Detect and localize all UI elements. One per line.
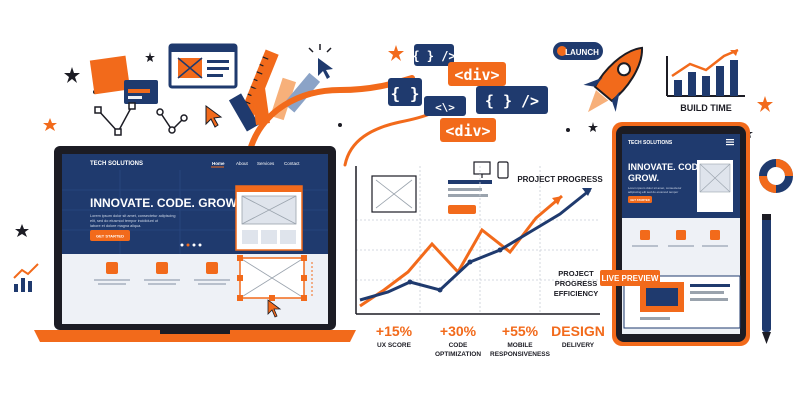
laptop-feature-icons xyxy=(106,262,218,274)
dot-icon xyxy=(566,128,570,132)
star-icon xyxy=(64,67,80,83)
efficiency-label-line: PROGRESS xyxy=(555,279,598,288)
decorative-sparkles xyxy=(15,45,773,237)
code-tag-text: <div> xyxy=(445,122,490,140)
rocket-icon xyxy=(583,46,643,113)
ruler-icon xyxy=(239,49,279,120)
star-icon xyxy=(588,122,598,132)
click-rays-icon xyxy=(308,44,332,53)
tablet-device: TECH SOLUTIONS INNOVATE. CODE. GROW. Lor… xyxy=(600,122,750,346)
trend-chart-icon xyxy=(13,263,39,292)
launch-group: LAUNCH xyxy=(553,42,643,113)
efficiency-label-line: EFFICIENCY xyxy=(554,289,599,298)
stat-value: +15% xyxy=(376,323,413,339)
stat-value: +30% xyxy=(440,323,477,339)
cursor-icon xyxy=(205,105,223,128)
stat-value: DESIGN xyxy=(551,323,605,339)
connector-swoosh xyxy=(247,75,415,153)
stat-label: UX SCORE xyxy=(377,342,412,349)
design-tools-cluster xyxy=(89,43,333,136)
project-progress-label: PROJECT PROGRESS xyxy=(517,175,603,184)
laptop-nav-home: Home xyxy=(212,161,225,166)
live-preview-label: LIVE PREVIEW xyxy=(602,274,659,283)
monitor-icon xyxy=(473,161,491,175)
tablet-cta-button[interactable] xyxy=(628,196,652,203)
tablet-headline-line: INNOVATE. CODE. xyxy=(628,162,707,172)
build-time-chart-icon: BUILD TIME xyxy=(666,48,745,113)
stat-value: +55% xyxy=(502,323,539,339)
laptop-subtext-line: Lorem ipsum dolor sit amet, consectetur … xyxy=(90,214,175,218)
star-icon xyxy=(43,118,57,131)
tablet-headline-line: GROW. xyxy=(628,173,659,183)
star-icon xyxy=(15,224,29,237)
launch-label: LAUNCH xyxy=(565,48,599,57)
star-icon xyxy=(388,45,404,61)
code-tag-text: <\> xyxy=(435,101,455,114)
launch-badge xyxy=(553,42,603,60)
stat-label: CODE xyxy=(449,342,468,349)
stylus-pen-icon xyxy=(762,214,771,344)
stat-label: OPTIMIZATION xyxy=(435,351,481,358)
laptop-nav-contact: Contact xyxy=(284,161,300,166)
star-icon xyxy=(757,96,773,112)
laptop-subtext-line: elit, sed do eiusmod tempor incididunt u… xyxy=(90,219,159,223)
color-palette-icon xyxy=(228,72,321,132)
code-tag-text: { } xyxy=(391,84,420,103)
laptop-nav-services: Services xyxy=(257,161,275,166)
laptop-subtext-line: labore et dolore magna aliqua. xyxy=(90,224,141,228)
laptop-device: TECH SOLUTIONS Home About Services Conta… xyxy=(34,146,356,342)
stat-label: MOBILE xyxy=(507,342,533,349)
laptop-base xyxy=(34,330,356,342)
cursor-icon xyxy=(267,299,282,318)
stat-label: DELIVERY xyxy=(562,342,595,349)
tablet-cta-label: GET STARTED xyxy=(630,198,650,202)
cursor-icon xyxy=(318,58,333,79)
laptop-brand: TECH SOLUTIONS xyxy=(90,161,143,167)
stats-row: +15% UX SCORE +30% CODE OPTIMIZATION +55… xyxy=(376,323,605,358)
efficiency-label-line: PROJECT xyxy=(558,269,594,278)
live-preview-badge xyxy=(600,270,660,286)
vector-path-icon xyxy=(94,102,188,136)
laptop-headline: INNOVATE. CODE. GROW. xyxy=(90,196,240,210)
progress-chart: PROJECT PROGRESS PROJECT PROGRESS EFFICI… xyxy=(355,161,603,315)
dot-icon xyxy=(338,123,342,127)
carousel-dots xyxy=(180,243,202,247)
stat-label: RESPONSIVENESS xyxy=(490,351,551,358)
selection-handles xyxy=(237,255,307,301)
orange-card xyxy=(89,55,131,95)
tablet-subtext-line: Lorem ipsum dolor sit amet, consectetur xyxy=(628,186,681,190)
laptop-nav-about: About xyxy=(236,161,249,166)
tablet-subtext-line: adipiscing elit sed do eiusmod tempor xyxy=(628,190,678,194)
tablet-brand: TECH SOLUTIONS xyxy=(628,140,673,146)
build-time-label: BUILD TIME xyxy=(680,103,732,113)
laptop-cta-label: GET STARTED xyxy=(96,234,124,239)
hamburger-menu-icon xyxy=(726,139,734,146)
donut-chart-icon xyxy=(759,159,793,193)
code-tag-text: { } /> xyxy=(485,92,539,110)
code-tag-text: <div> xyxy=(454,66,499,84)
laptop-cta-button[interactable] xyxy=(90,230,130,241)
phone-icon xyxy=(497,161,509,179)
code-tags-cluster: { } /> <div> { } <\> { } /> <div> xyxy=(388,44,548,142)
code-tag-text: { } /> xyxy=(412,49,455,63)
star-icon xyxy=(145,52,155,62)
